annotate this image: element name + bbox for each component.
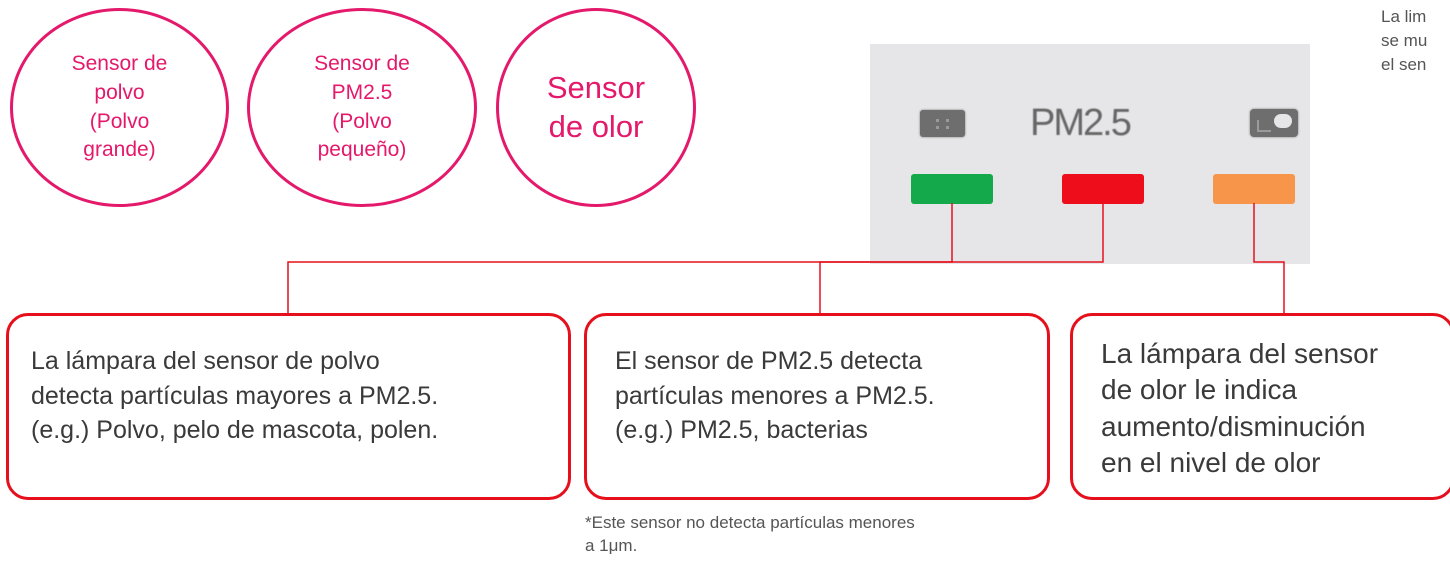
pm25-lamp-red (1062, 174, 1144, 204)
odor-description-text: La lámpara del sensor de olor le indica … (1101, 338, 1379, 479)
dust-lamp-green (911, 174, 993, 204)
odor-sensor-description: La lámpara del sensor de olor le indica … (1070, 313, 1450, 500)
sensor-panel: PM2.5 (870, 44, 1310, 264)
pm25-footnote: *Este sensor no detecta partículas menor… (585, 513, 915, 555)
odor-sensor-icon (1250, 109, 1298, 137)
dust-sensor-description: La lámpara del sensor de polvo detecta p… (6, 313, 571, 500)
connector-dust (287, 203, 953, 316)
dust-description-text: La lámpara del sensor de polvo detecta p… (31, 347, 439, 444)
odor-lamp-orange (1213, 174, 1295, 204)
odor-sensor-oval: Sensor de olor (496, 8, 696, 207)
dust-sensor-oval: Sensor de polvo (Polvo grande) (10, 8, 229, 207)
pm25-sensor-description: El sensor de PM2.5 detecta partículas me… (584, 313, 1050, 500)
dust-sensor-icon (920, 110, 965, 137)
clipped-side-note: La lim se mu el sen (1381, 7, 1428, 74)
pm25-panel-label: PM2.5 (1030, 102, 1132, 144)
connector-pm25 (819, 203, 1104, 316)
pm25-description-text: El sensor de PM2.5 detecta partículas me… (615, 347, 935, 444)
connector-odor (1253, 203, 1285, 316)
pm25-sensor-oval: Sensor de PM2.5 (Polvo pequeño) (247, 8, 477, 207)
